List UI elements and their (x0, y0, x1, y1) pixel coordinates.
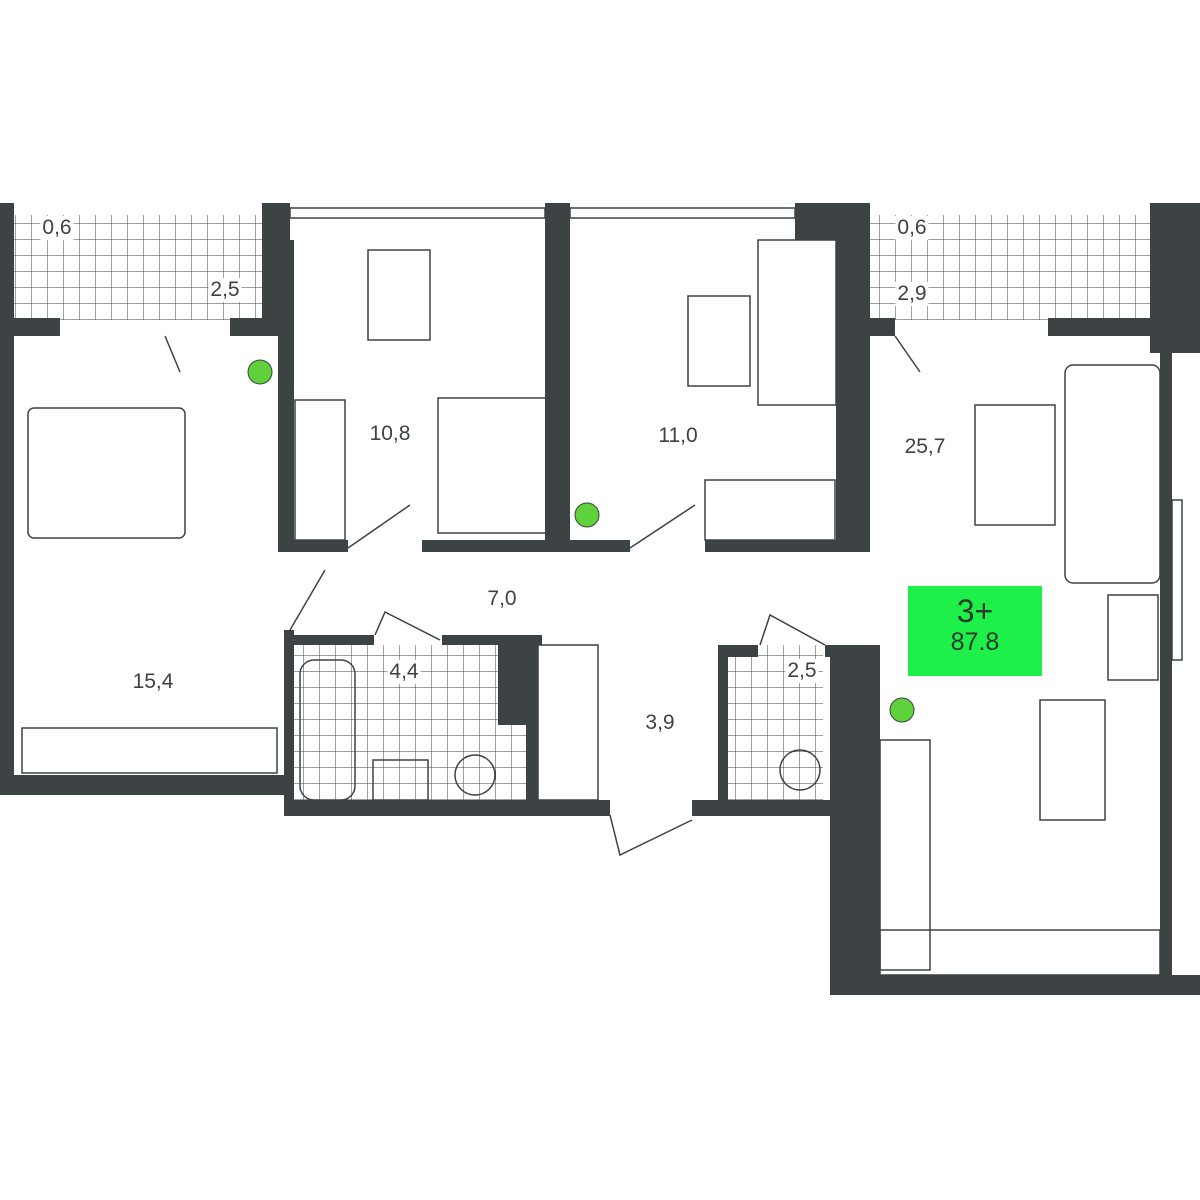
apartment-summary-badge: 3+ 87.8 (908, 586, 1042, 676)
furniture (21, 239, 1161, 976)
area-balcony-left-small: 0,6 (40, 216, 74, 240)
walls (0, 203, 1200, 995)
doors (164, 335, 921, 857)
area-bathroom: 4,4 (387, 660, 421, 684)
area-hallway: 7,0 (485, 587, 519, 611)
rooms-count: 3+ (956, 593, 994, 629)
area-balcony-left: 2,5 (208, 278, 242, 302)
total-area: 87.8 (950, 628, 1000, 656)
area-kids-room: 10,8 (367, 422, 413, 446)
windows (289, 207, 1183, 661)
area-bedroom-left: 15,4 (130, 670, 176, 694)
area-toilet: 2,5 (785, 659, 819, 683)
area-entry: 3,9 (643, 711, 677, 735)
area-balcony-right-small: 0,6 (895, 216, 929, 240)
area-bedroom-middle: 11,0 (656, 424, 700, 448)
area-living-kitchen: 25,7 (902, 435, 948, 459)
area-balcony-right: 2,9 (895, 282, 929, 306)
plant-icons (247, 359, 915, 723)
